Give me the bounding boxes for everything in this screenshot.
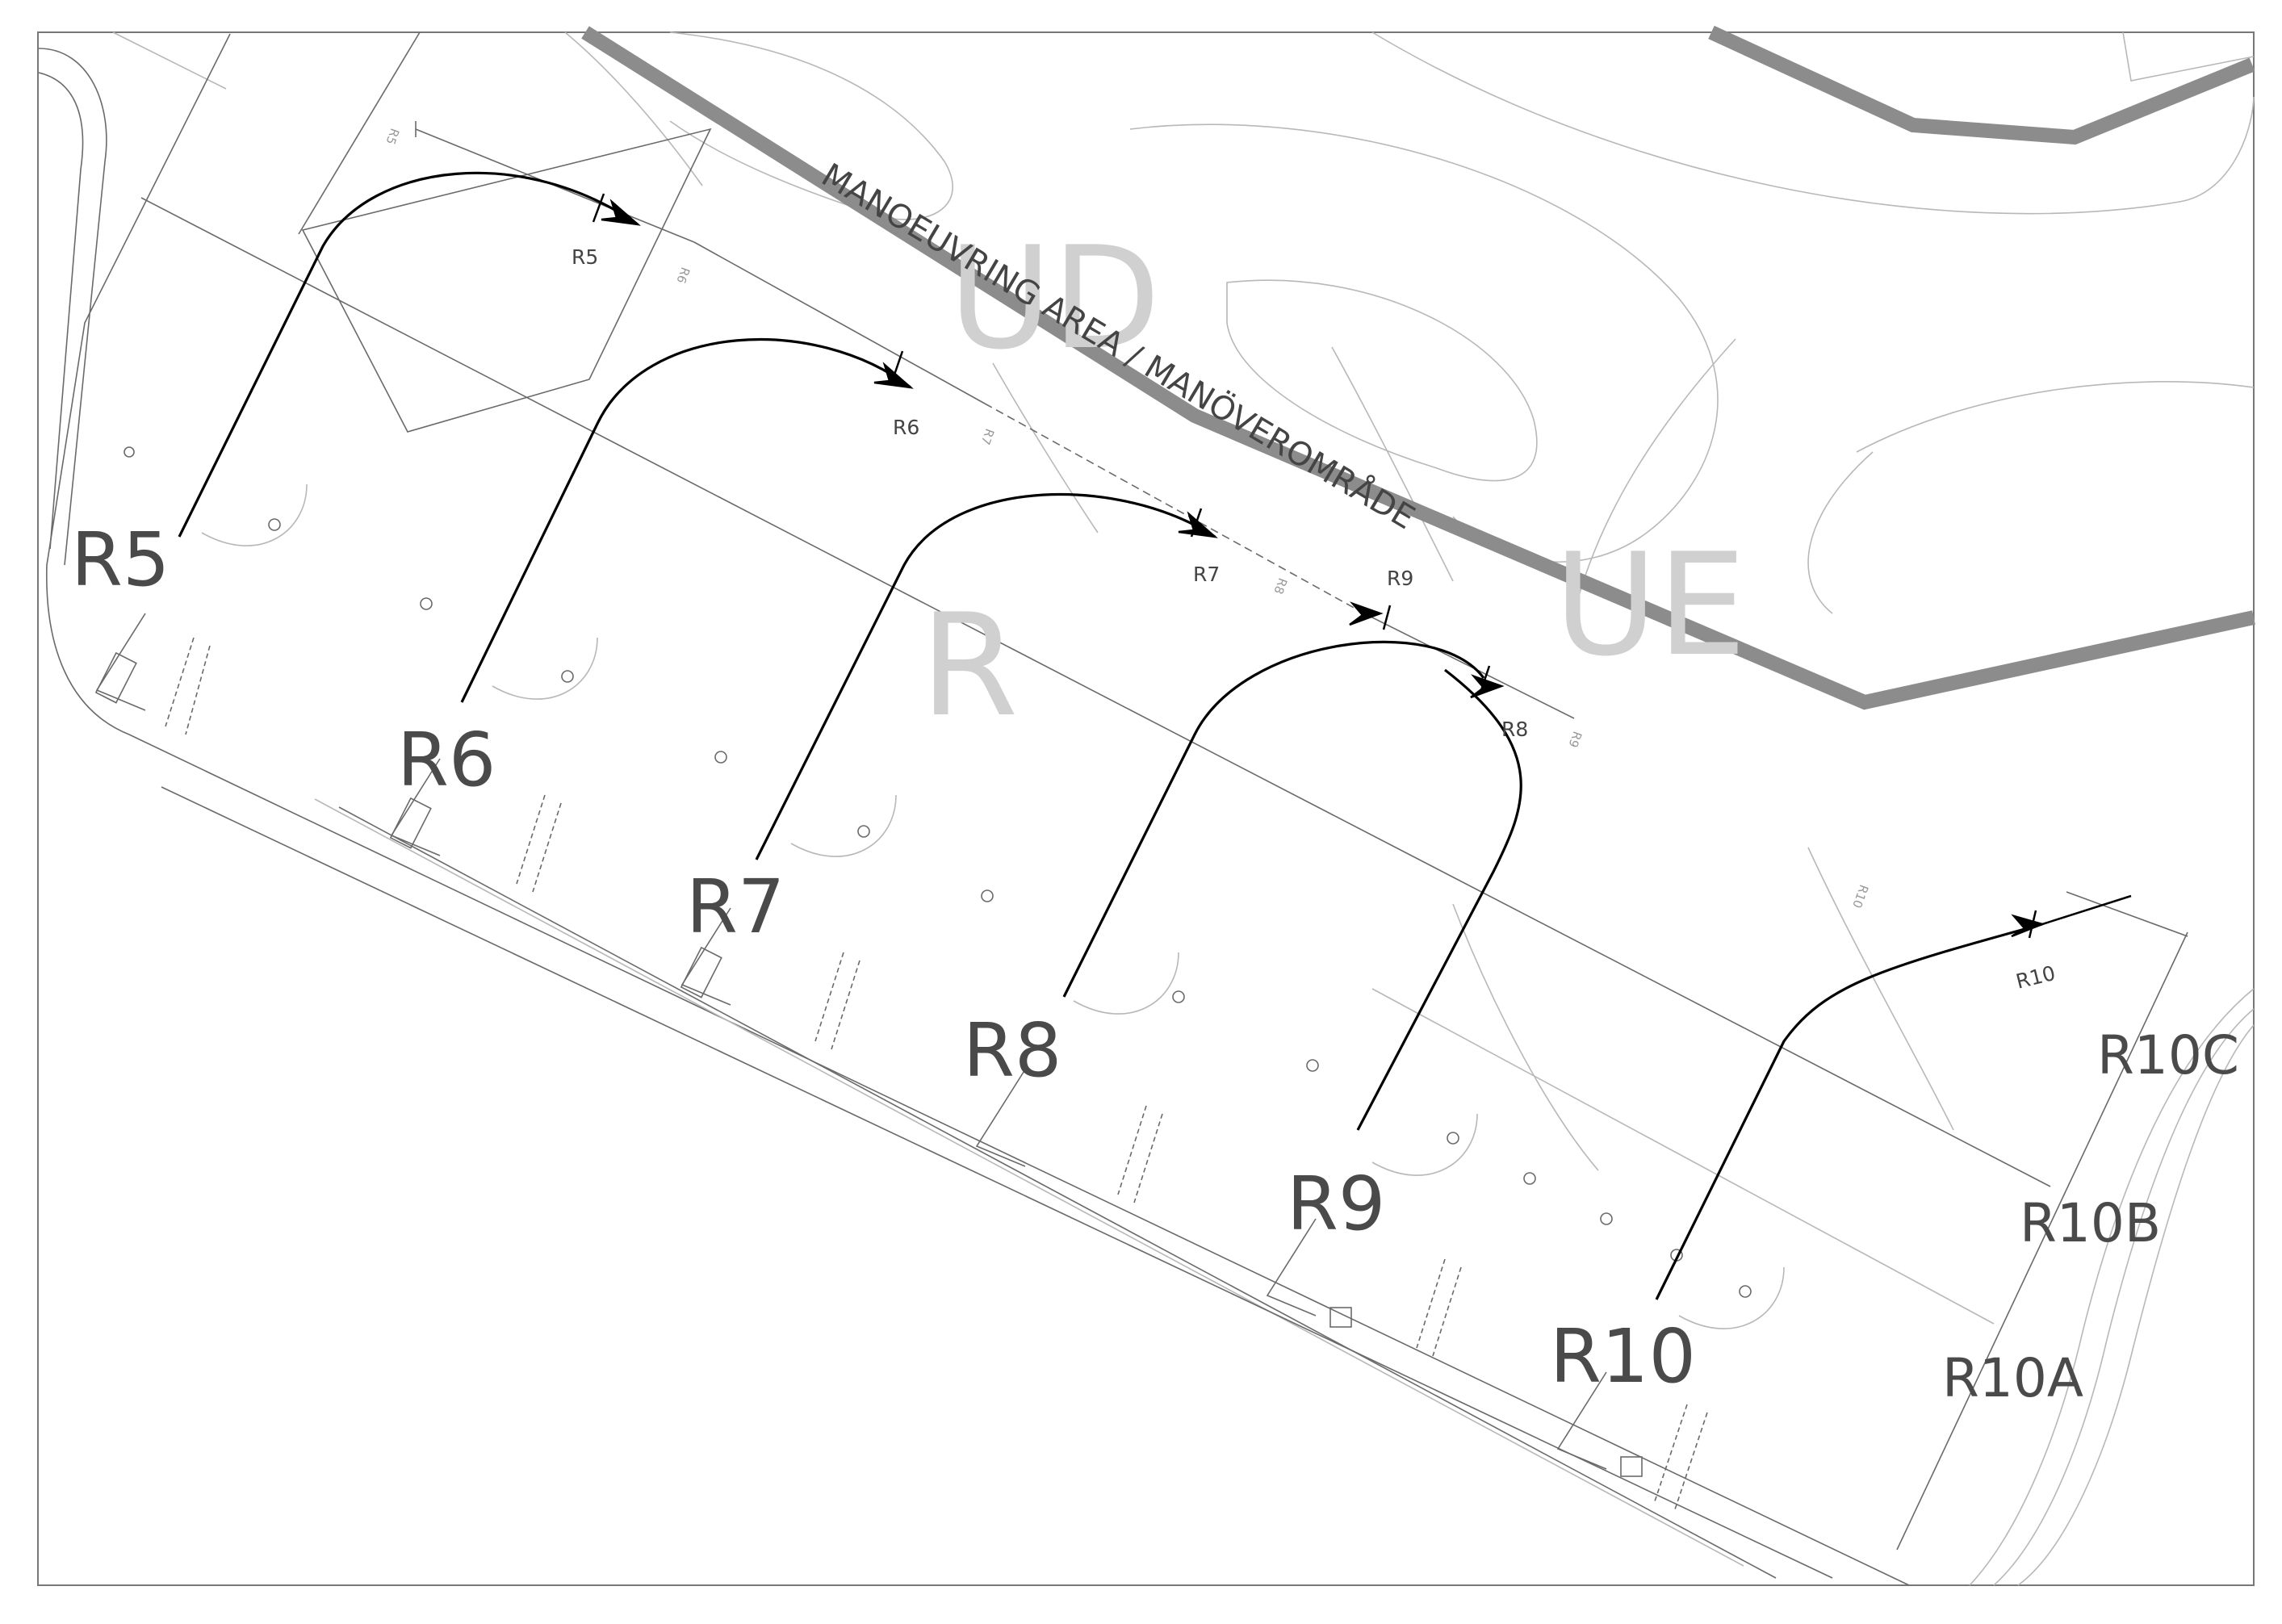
stand-label-r10a: R10A bbox=[1942, 1347, 2083, 1409]
block-r5 bbox=[94, 613, 211, 735]
tag-r10: R10 bbox=[1849, 883, 1871, 910]
apron-outlines bbox=[38, 31, 2255, 1586]
block-r7 bbox=[680, 907, 860, 1050]
path-label-r9: R9 bbox=[1387, 567, 1413, 590]
path-arrows bbox=[592, 193, 2132, 939]
stand-label-r10: R10 bbox=[1550, 1313, 1696, 1400]
stand-blocks bbox=[94, 613, 1708, 1510]
zone-r: R bbox=[920, 584, 1019, 748]
stand-labels: R5 R6 R7 R8 R9 R10 R10C R10B R10A bbox=[71, 517, 2239, 1409]
tag-r6: R6 bbox=[673, 266, 693, 286]
stand-label-r10b: R10B bbox=[2020, 1192, 2161, 1254]
path-label-r8: R8 bbox=[1501, 718, 1528, 741]
stand-label-r10c: R10C bbox=[2097, 1024, 2239, 1086]
drawing-frame bbox=[37, 31, 2255, 1586]
block-r8 bbox=[975, 1069, 1163, 1203]
stand-markings bbox=[124, 446, 1785, 1329]
zone-ue: UE bbox=[1554, 524, 1747, 688]
manoeuvring-area-label: MANOEUVRING AREA / MANÖVEROMRÅDE bbox=[815, 155, 1422, 537]
path-r10 bbox=[1655, 923, 2043, 1300]
path-label-r6: R6 bbox=[893, 416, 919, 439]
path-r8 bbox=[1062, 640, 1485, 998]
taxi-paths bbox=[178, 171, 2043, 1300]
path-r7 bbox=[755, 492, 1216, 860]
service-road bbox=[581, 25, 2255, 710]
tag-r5: R5 bbox=[383, 127, 402, 147]
tag-r9: R9 bbox=[1565, 730, 1585, 750]
zone-letters: UD UE R bbox=[920, 217, 1747, 748]
path-r9 bbox=[1356, 668, 1522, 1131]
stand-label-r8: R8 bbox=[963, 1007, 1061, 1094]
path-label-r5: R5 bbox=[572, 245, 598, 269]
stand-label-r7: R7 bbox=[686, 864, 785, 950]
stand-label-r9: R9 bbox=[1287, 1161, 1385, 1247]
path-r6 bbox=[460, 337, 911, 703]
path-r5 bbox=[178, 171, 639, 538]
path-label-r7: R7 bbox=[1193, 563, 1220, 586]
tag-r7: R7 bbox=[978, 427, 997, 447]
block-r10 bbox=[1556, 1371, 1708, 1510]
block-r6 bbox=[389, 758, 562, 893]
path-label-r10: R10 bbox=[2013, 961, 2058, 994]
stand-label-r5: R5 bbox=[71, 517, 170, 603]
background-geometry bbox=[112, 31, 2255, 1171]
stand-label-r6: R6 bbox=[397, 717, 496, 803]
zone-ud: UD bbox=[948, 217, 1161, 381]
path-labels: R5 R6 R7 R9 R8 R10 bbox=[572, 245, 2058, 994]
block-r9 bbox=[1266, 1218, 1462, 1357]
tag-r8: R8 bbox=[1271, 576, 1290, 596]
